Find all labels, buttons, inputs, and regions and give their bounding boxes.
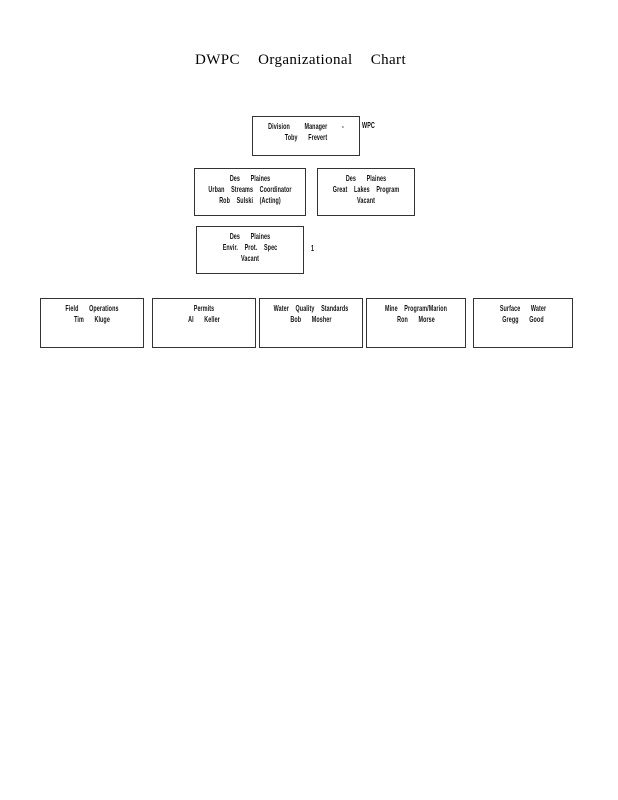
org-node-division-manager[interactable]: Division Manager - Toby Frevert (252, 116, 360, 156)
org-node-line-3: Rob Sulski (Acting) (219, 197, 281, 207)
org-node-line-1: Division Manager - (268, 123, 344, 133)
org-node-line-2: Urban Streams Coordinator (208, 186, 292, 196)
org-node-text: Mine Program/Marion Ron Morse (367, 299, 465, 347)
org-node-division-manager-overflow-label: WPC (362, 122, 375, 132)
org-node-text: Surface Water Gregg Good (474, 299, 572, 347)
org-node-line-2: Ron Morse (397, 316, 435, 326)
org-node-water-quality-standards[interactable]: Water Quality Standards Bob Mosher (259, 298, 363, 348)
org-node-text: Des Plaines Great Lakes Program Vacant (318, 169, 414, 215)
org-node-line-2: Al Keller (188, 316, 220, 326)
org-node-envir-prot-spec[interactable]: Des Plaines Envir. Prot. Spec Vacant (196, 226, 304, 274)
org-node-line-1: Mine Program/Marion (384, 305, 447, 315)
org-node-line-2: Gregg Good (502, 316, 544, 326)
org-node-line-2: Toby Frevert (284, 134, 328, 144)
org-node-permits[interactable]: Permits Al Keller (152, 298, 256, 348)
org-node-mine-program-marion[interactable]: Mine Program/Marion Ron Morse (366, 298, 466, 348)
org-node-line-1: Des Plaines (229, 233, 271, 243)
org-node-line-2: Envir. Prot. Spec (222, 244, 278, 254)
org-node-line-3: Vacant (357, 197, 375, 207)
org-node-line-1: Permits (193, 305, 215, 315)
org-node-text: Division Manager - Toby Frevert (253, 117, 359, 155)
org-node-line-2: Bob Mosher (290, 316, 332, 326)
org-node-text: Water Quality Standards Bob Mosher (260, 299, 362, 347)
org-node-line-1: Des Plaines (229, 175, 271, 185)
org-node-line-1: Des Plaines (345, 175, 387, 185)
org-node-text: Permits Al Keller (153, 299, 255, 347)
org-node-text: Des Plaines Urban Streams Coordinator Ro… (195, 169, 305, 215)
org-node-line-2: Tim Kluge (74, 316, 110, 326)
org-node-line-2: Great Lakes Program (332, 186, 400, 196)
page-title: DWPC Organizational Chart (195, 52, 407, 68)
org-node-urban-streams[interactable]: Des Plaines Urban Streams Coordinator Ro… (194, 168, 306, 216)
org-node-text: Field Operations Tim Kluge (41, 299, 143, 347)
org-node-line-1: Surface Water (499, 305, 547, 315)
org-node-envir-prot-spec-overflow-label: 1 (311, 245, 315, 255)
org-node-field-operations[interactable]: Field Operations Tim Kluge (40, 298, 144, 348)
org-node-line-1: Field Operations (65, 305, 119, 315)
org-node-surface-water[interactable]: Surface Water Gregg Good (473, 298, 573, 348)
org-node-line-1: Water Quality Standards (273, 305, 349, 315)
org-node-line-3: Vacant (241, 255, 259, 265)
org-node-text: Des Plaines Envir. Prot. Spec Vacant (197, 227, 303, 273)
org-node-great-lakes[interactable]: Des Plaines Great Lakes Program Vacant (317, 168, 415, 216)
